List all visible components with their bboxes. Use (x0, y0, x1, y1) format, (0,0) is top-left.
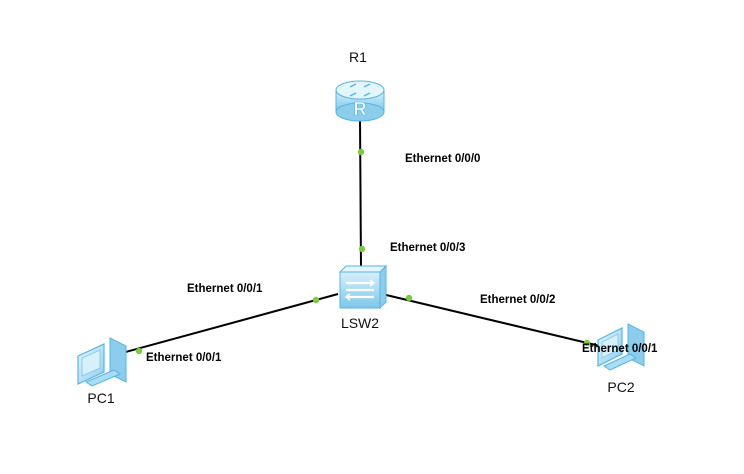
device-label-pc1: PC1 (87, 390, 114, 406)
pc-icon (597, 323, 645, 371)
switch-icon (338, 264, 388, 310)
device-label-lsw2: LSW2 (341, 315, 379, 331)
device-label-r1: R1 (349, 49, 367, 65)
link-lsw2-pc2[interactable] (381, 293, 601, 347)
port-dot-lsw2-e003 (358, 245, 366, 253)
pc-icon (77, 337, 127, 387)
port-dot-r1-e000 (357, 148, 365, 156)
router-r1[interactable]: R R1 (335, 49, 385, 122)
port-dot-lsw2-e001 (312, 296, 320, 304)
device-label-pc2: PC2 (607, 379, 634, 395)
port-label-r1-e000: Ethernet 0/0/0 (405, 153, 480, 165)
router-icon: R (335, 80, 385, 122)
link-r1-lsw2[interactable] (359, 117, 362, 269)
pc-pc2[interactable]: PC2 (597, 323, 645, 395)
port-dot-pc1-e001 (135, 347, 143, 355)
port-label-lsw2-e001: Ethernet 0/0/1 (187, 283, 263, 295)
link-lsw2-pc1[interactable] (121, 293, 339, 354)
port-label-pc2-e001: Ethernet 0/0/1 (582, 343, 658, 355)
port-label-lsw2-e003: Ethernet 0/0/3 (390, 242, 465, 254)
port-label-pc1-e001: Ethernet 0/0/1 (146, 352, 222, 364)
port-dot-pc2-e001 (583, 339, 591, 347)
pc-pc1[interactable]: PC1 (77, 337, 127, 406)
port-dot-lsw2-e002 (405, 294, 413, 302)
port-label-lsw2-e002: Ethernet 0/0/2 (480, 294, 555, 306)
switch-lsw2[interactable]: LSW2 (338, 264, 388, 331)
svg-text:R: R (354, 99, 367, 119)
